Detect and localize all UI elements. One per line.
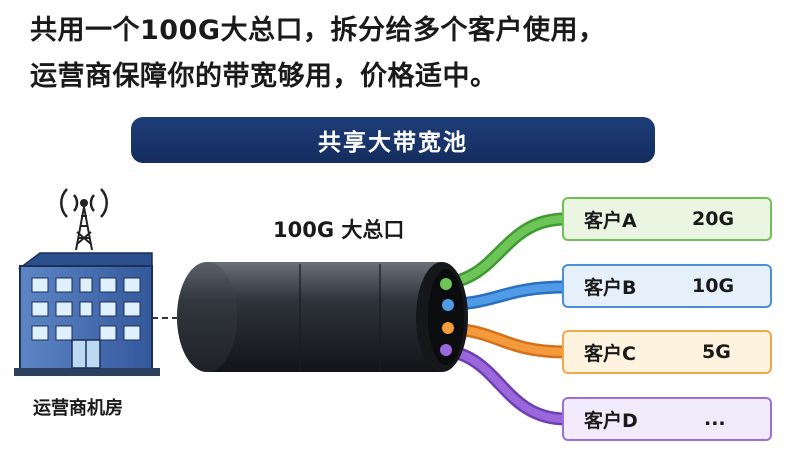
- customer-bandwidth: 20G: [692, 208, 735, 230]
- antenna-icon: [60, 188, 108, 251]
- customer-name: 客户A: [584, 209, 637, 232]
- headline: 共用一个100G大总口，拆分给多个客户使用， 运营商保障你的带宽够用，价格适中。: [30, 8, 790, 100]
- customer-name: 客户D: [584, 409, 638, 432]
- customer-name: 客户B: [584, 276, 637, 299]
- building-icon: [14, 188, 160, 376]
- customer-d-box: 客户D ...: [562, 397, 772, 441]
- customer-a-box: 客户A 20G: [562, 197, 772, 241]
- customer-bandwidth: ...: [704, 408, 726, 430]
- headline-line-1: 共用一个100G大总口，拆分给多个客户使用，: [30, 15, 606, 46]
- customer-name: 客户C: [584, 342, 636, 365]
- customer-b-box: 客户B 10G: [562, 264, 772, 308]
- trunk-label: 100G 大总口: [273, 218, 405, 242]
- cable-icon: [177, 262, 468, 372]
- customer-c-box: 客户C 5G: [562, 330, 772, 374]
- customer-bandwidth: 5G: [702, 341, 731, 363]
- customer-bandwidth: 10G: [692, 275, 735, 297]
- building-label: 运营商机房: [33, 398, 123, 419]
- shared-pool-banner: 共享大带宽池: [131, 117, 655, 163]
- headline-line-2: 运营商保障你的带宽够用，价格适中。: [30, 61, 498, 92]
